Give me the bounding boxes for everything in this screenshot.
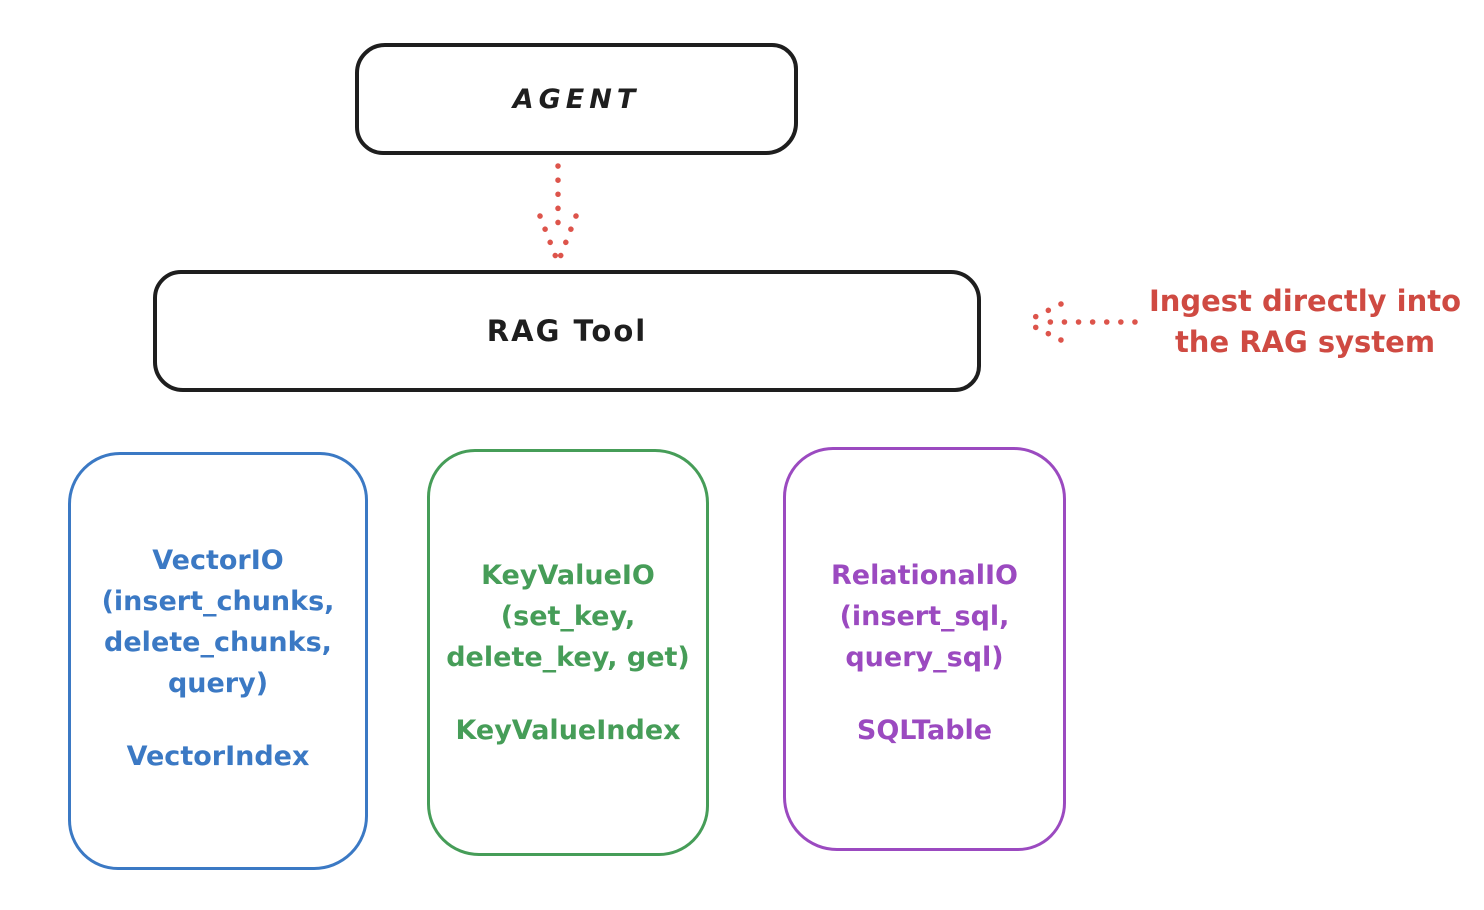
key-value-index-label: KeyValueIndex [455,715,681,746]
vector-io-methods-line3: query) [167,668,269,699]
relational-io-methods-line1: (insert_sql, [839,601,1010,632]
annotation-to-rag-dotted-arrow [1022,301,1138,343]
key-value-io-node: KeyValueIO (set_key, delete_key, get) Ke… [427,449,709,856]
rag-tool-node-label: RAG Tool [486,314,648,348]
agent-node-label: AGENT [512,83,641,115]
agent-to-rag-dotted-arrow [537,163,579,263]
agent-node: AGENT [355,43,798,155]
relational-io-node: RelationalIO (insert_sql, query_sql) SQL… [783,447,1066,851]
vector-io-node: VectorIO (insert_chunks, delete_chunks, … [68,452,368,870]
vector-io-title: VectorIO [152,545,284,576]
key-value-io-title: KeyValueIO [481,560,655,591]
key-value-io-methods-line1: (set_key, [500,601,636,632]
vector-io-methods-line2: delete_chunks, [104,627,332,658]
relational-io-title: RelationalIO [831,560,1018,591]
relational-io-methods-line2: query_sql) [845,642,1004,673]
rag-tool-node: RAG Tool [153,270,981,392]
ingest-annotation-line1: Ingest directly into [1148,284,1462,318]
key-value-io-methods-line2: delete_key, get) [446,642,690,673]
vector-index-label: VectorIndex [126,741,310,772]
ingest-annotation: Ingest directly into the RAG system [1135,281,1475,363]
sql-table-label: SQLTable [856,715,993,746]
ingest-annotation-line2: the RAG system [1174,325,1436,359]
vector-io-methods-line1: (insert_chunks, [101,586,335,617]
